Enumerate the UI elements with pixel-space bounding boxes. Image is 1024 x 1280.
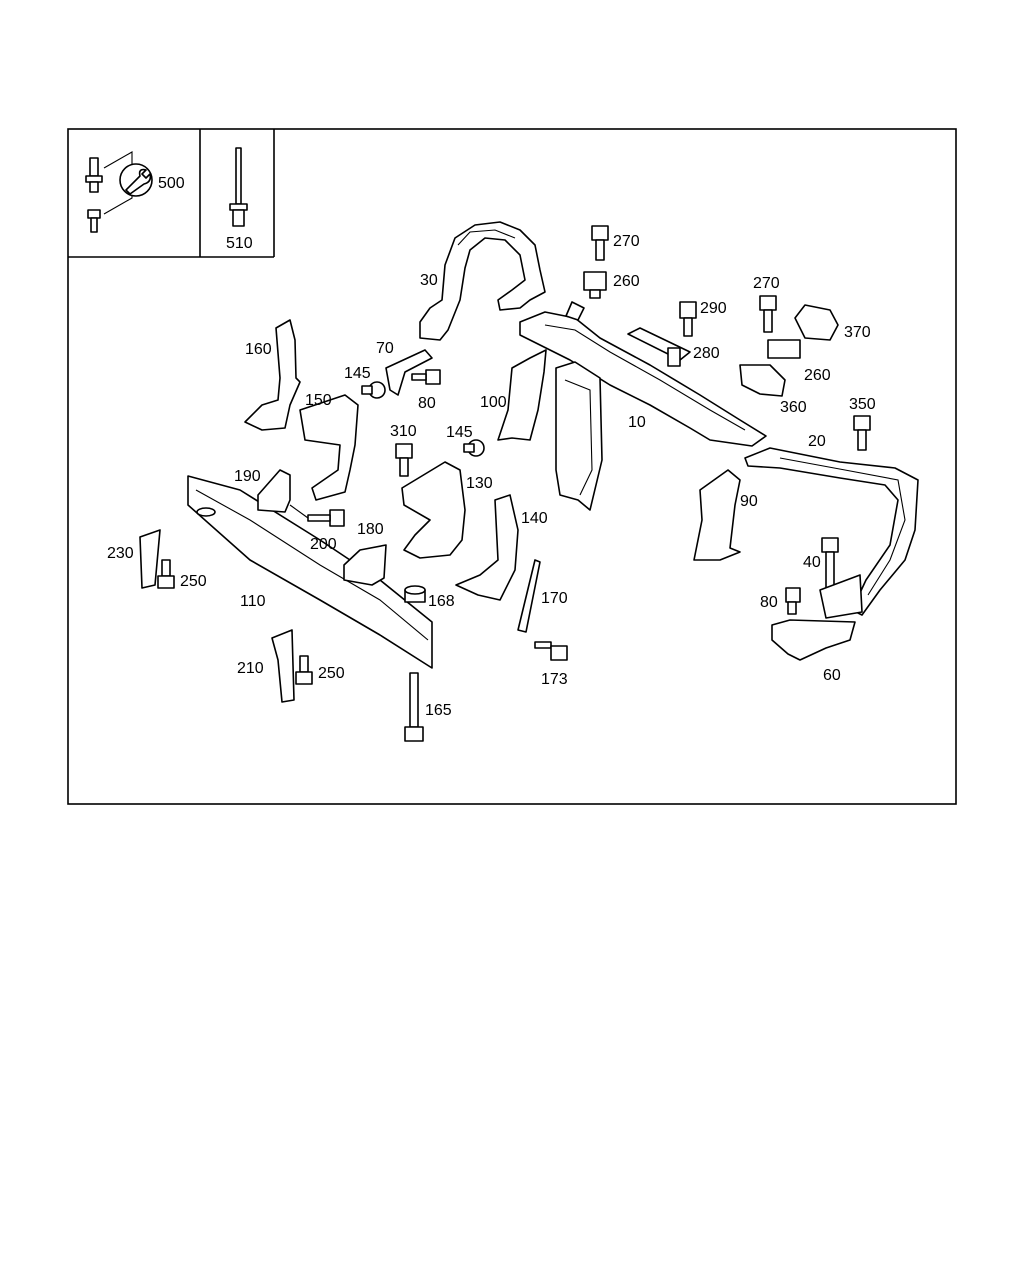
bracket-230: [139, 529, 161, 589]
bracket-90: [693, 469, 741, 561]
label-168: 168: [428, 593, 455, 610]
label-110: 110: [240, 593, 266, 610]
label-173: 173: [541, 671, 568, 688]
label-310: 310: [390, 423, 417, 440]
label-60: 60: [823, 667, 841, 684]
label-210: 210: [237, 660, 264, 677]
label-260b: 260: [804, 367, 831, 384]
bracket-140: [455, 494, 519, 601]
bracket-130: [401, 461, 466, 559]
bracket-100: [497, 349, 547, 441]
label-90: 90: [740, 493, 758, 510]
clip-145-left: [361, 381, 386, 399]
label-500: 500: [158, 175, 185, 192]
bolt-80-left: [411, 369, 441, 385]
label-165: 165: [425, 702, 452, 719]
clip-260-lower: [767, 339, 801, 359]
label-30: 30: [420, 272, 438, 289]
label-150: 150: [305, 392, 332, 409]
label-130: 130: [466, 475, 493, 492]
inset-panels: [68, 129, 275, 258]
clip-260-upper: [583, 271, 607, 299]
label-510: 510: [226, 235, 253, 252]
label-260a: 260: [613, 273, 640, 290]
label-140: 140: [521, 510, 548, 527]
bracket-370: [794, 304, 839, 341]
label-180: 180: [357, 521, 384, 538]
label-80a: 80: [418, 395, 436, 412]
bolt-270-right: [759, 295, 777, 333]
bracket-60: [771, 574, 863, 661]
bolt-310: [395, 443, 413, 477]
label-250b: 250: [318, 665, 345, 682]
bolt-290: [679, 301, 697, 337]
bumper-beam-110: [187, 475, 433, 669]
bolt-250-lower: [295, 655, 313, 685]
label-350: 350: [849, 396, 876, 413]
label-250a: 250: [180, 573, 207, 590]
label-10: 10: [628, 414, 646, 431]
fastener-kit-icon: [85, 151, 153, 233]
label-200: 200: [310, 536, 337, 553]
label-145a: 145: [344, 365, 371, 382]
label-190: 190: [234, 468, 261, 485]
bolt-270-upper: [591, 225, 609, 261]
bar-280: [627, 327, 691, 367]
label-370: 370: [844, 324, 871, 341]
label-70: 70: [376, 340, 394, 357]
bolt-165: [404, 672, 424, 742]
label-160: 160: [245, 341, 272, 358]
bracket-70: [385, 349, 433, 396]
bolt-173: [534, 641, 568, 661]
label-100: 100: [480, 394, 507, 411]
label-170: 170: [541, 590, 568, 607]
bolt-200: [289, 504, 345, 527]
strip-170: [517, 559, 541, 633]
label-290: 290: [700, 300, 727, 317]
bolt-250-upper: [157, 559, 175, 589]
nut-168: [404, 585, 426, 603]
label-270a: 270: [613, 233, 640, 250]
clip-145-right: [463, 439, 485, 457]
long-bolt-icon: [229, 147, 248, 227]
bracket-160: [244, 319, 301, 431]
bolt-80-right: [785, 587, 801, 615]
bracket-190: [257, 469, 291, 513]
diagram-frame: [67, 128, 957, 805]
label-230: 230: [107, 545, 134, 562]
bracket-210: [271, 629, 295, 703]
label-145b: 145: [446, 424, 473, 441]
arch-bracket-30: [419, 221, 546, 341]
label-20: 20: [808, 433, 826, 450]
cross-member-10: [519, 301, 767, 511]
label-270b: 270: [753, 275, 780, 292]
label-40: 40: [803, 554, 821, 571]
bolt-350: [853, 415, 871, 451]
bracket-180: [343, 544, 387, 586]
label-360: 360: [780, 399, 807, 416]
bracket-150: [299, 394, 359, 501]
bracket-360: [739, 364, 786, 397]
label-80b: 80: [760, 594, 778, 611]
label-280: 280: [693, 345, 720, 362]
